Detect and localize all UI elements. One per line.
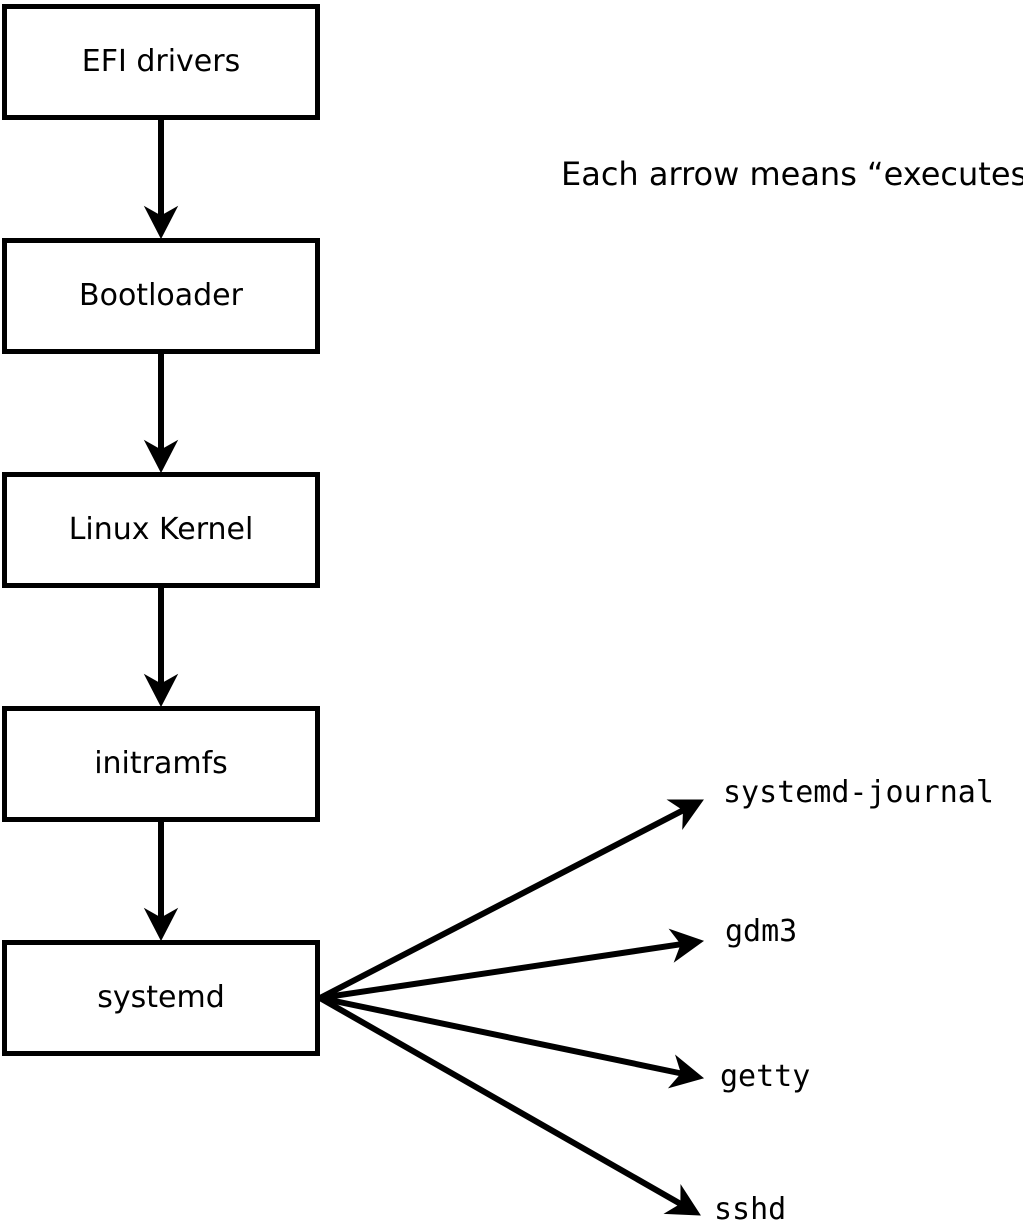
executes-arrow-systemd-to-getty — [319, 995, 705, 1089]
node-label: Bootloader — [79, 278, 243, 313]
executes-arrow-systemd-to-systemd-journal — [318, 799, 704, 1001]
node-label: Linux Kernel — [68, 512, 254, 547]
node-label: systemd — [97, 980, 225, 1015]
process-label-getty: getty — [720, 1059, 811, 1094]
executes-arrow-bootloader-to-kernel — [143, 354, 179, 474]
arrow-legend-note: Each arrow means “executes”. — [561, 155, 1023, 193]
process-label-systemd-journal: systemd-journal — [723, 775, 994, 810]
executes-arrow-systemd-to-sshd — [318, 995, 701, 1216]
node-efi-drivers: EFI drivers — [2, 4, 320, 120]
process-label-gdm3: gdm3 — [725, 914, 798, 949]
executes-arrow-systemd-to-gdm3 — [319, 928, 705, 1001]
process-label-sshd: sshd — [714, 1192, 787, 1227]
executes-arrow-kernel-to-initramfs — [143, 588, 179, 708]
node-label: initramfs — [94, 746, 228, 781]
node-bootloader: Bootloader — [2, 238, 320, 354]
executes-arrow-initramfs-to-systemd — [143, 822, 179, 942]
node-systemd: systemd — [2, 940, 320, 1056]
node-initramfs: initramfs — [2, 706, 320, 822]
node-linux-kernel: Linux Kernel — [2, 472, 320, 588]
node-label: EFI drivers — [81, 44, 241, 79]
executes-arrow-efi-to-bootloader — [143, 120, 179, 240]
